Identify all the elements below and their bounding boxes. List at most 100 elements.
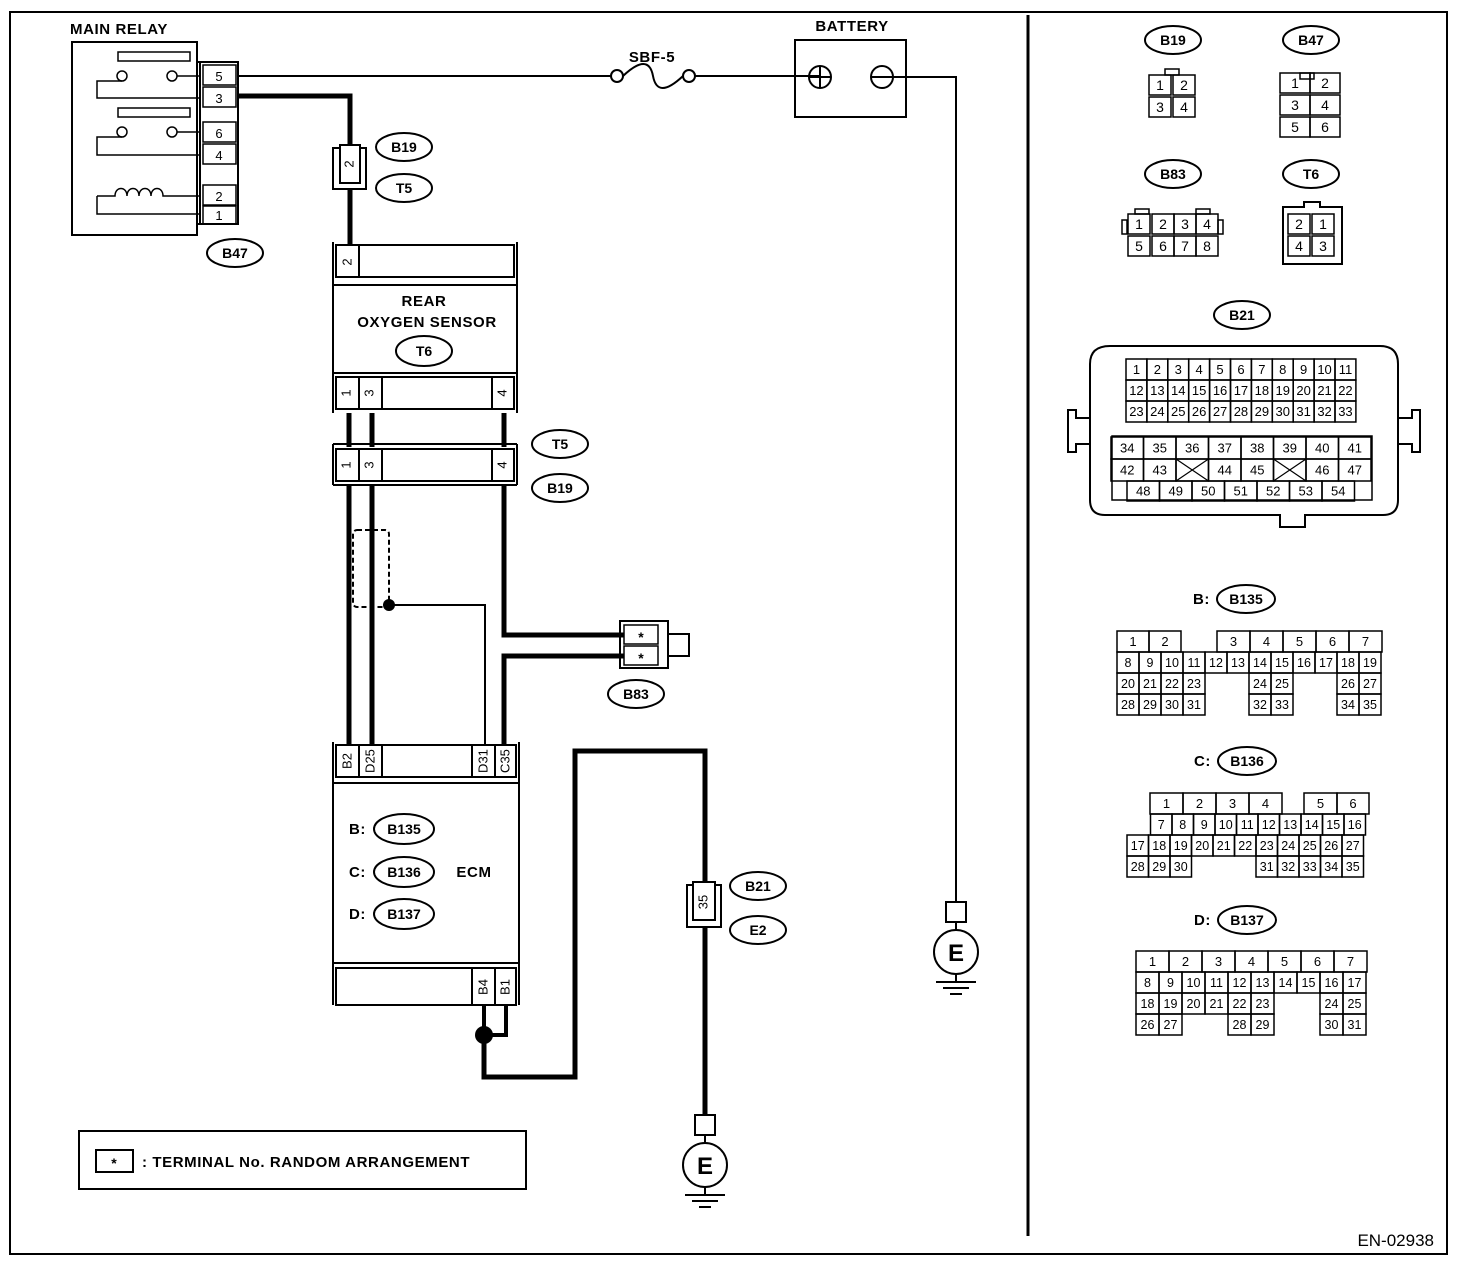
pin-cell: 5: [1267, 950, 1302, 973]
prefix-d: D:: [1194, 912, 1211, 929]
pin-number: 6: [1314, 954, 1321, 969]
pin-number: 3: [1230, 634, 1237, 649]
pin-number: 7: [1258, 362, 1265, 377]
pin-cell: 53: [1288, 480, 1323, 502]
pin-number: 15: [1326, 818, 1340, 832]
tag-b136: B136: [387, 864, 421, 880]
pin-cell: 7: [1149, 813, 1173, 836]
prefix-b: B:: [1193, 591, 1210, 608]
pin-cell: 4: [1172, 96, 1196, 118]
pin-number: 11: [1241, 818, 1254, 832]
ecm: B2 D25 D31 C35 B: B135 C: B136 ECM D: B1…: [332, 742, 520, 1006]
pin-number: 23: [1129, 404, 1143, 419]
pin-label: C35: [497, 749, 512, 773]
pin-cell: 7: [1333, 950, 1368, 973]
pin-number: 2: [1196, 796, 1203, 811]
pin-cell: 6: [1300, 950, 1335, 973]
pin-cell: 26: [1336, 672, 1360, 695]
pin-cell: 31: [1182, 693, 1206, 716]
pin-cell: 34: [1319, 855, 1343, 878]
pin-number: 34: [1324, 860, 1338, 874]
pin-cell: 22: [1227, 992, 1252, 1015]
pin-number: 11: [1188, 656, 1201, 670]
pin-number: 52: [1266, 484, 1280, 499]
pin-number: 7: [1347, 954, 1354, 969]
pin-cell: 28: [1126, 855, 1150, 878]
pin-cell: 17: [1126, 834, 1150, 857]
pin-cell: 54: [1321, 480, 1356, 502]
pin-number: 1: [1291, 75, 1299, 91]
pin-number: 14: [1279, 976, 1293, 990]
relay-pin: 5: [215, 69, 222, 84]
pin-cell: 3: [1279, 94, 1311, 116]
pin-cell: 44: [1207, 458, 1242, 482]
pin-number: 21: [1143, 677, 1157, 691]
pin-number: 6: [1237, 362, 1244, 377]
pin-number: 22: [1338, 383, 1352, 398]
pin-cell: 3: [1167, 358, 1190, 381]
battery-label: BATTERY: [815, 18, 888, 35]
pin-cell: 26: [1187, 400, 1211, 423]
pin-cell: 13: [1250, 971, 1275, 994]
pin-cell: 21: [1212, 834, 1236, 857]
pin-number: 26: [1141, 1018, 1155, 1032]
pin-cell: 2: [1168, 950, 1203, 973]
pin-cell: 31: [1292, 400, 1315, 423]
pin-cell: 2: [1309, 72, 1341, 94]
pin-number: 53: [1299, 484, 1313, 499]
pin-number: 4: [1295, 238, 1303, 254]
pin-cell: 46: [1305, 458, 1340, 482]
prefix-c: C:: [1194, 753, 1211, 770]
pin-number: 24: [1253, 677, 1267, 691]
connector-b83: * *: [619, 620, 690, 669]
pin-number: 18: [1152, 839, 1166, 853]
pin-cell: 1: [1125, 358, 1148, 381]
tag-b21: B21: [1229, 307, 1255, 323]
pin-number: 1: [1135, 216, 1143, 232]
pin-number: 16: [1348, 818, 1362, 832]
pin-cell: 38: [1240, 436, 1275, 460]
pin-cell: 2: [1148, 630, 1182, 653]
pin-number: 13: [1231, 656, 1245, 670]
pin-number: 32: [1281, 860, 1295, 874]
pin-number: 18: [1341, 656, 1355, 670]
pin-number: 5: [1296, 634, 1303, 649]
wire: [389, 604, 486, 745]
pin-cell: 30: [1169, 855, 1193, 878]
pin-label: 3: [361, 461, 376, 468]
pin-number: 26: [1192, 404, 1206, 419]
tag-b19: B19: [547, 480, 573, 496]
pin-number: 3: [1291, 97, 1299, 113]
pin-number: 1: [1156, 77, 1164, 93]
pin-number: 23: [1187, 677, 1201, 691]
pin-number: 18: [1141, 997, 1155, 1011]
pin-cell: 4: [1249, 630, 1284, 653]
pin-number: 28: [1234, 404, 1248, 419]
pin-number: 20: [1195, 839, 1209, 853]
pin-number: 6: [1159, 238, 1167, 254]
pin-number: 29: [1255, 404, 1269, 419]
pin-number: 28: [1131, 860, 1145, 874]
pin-number: 2: [1321, 75, 1329, 91]
pin-cell: 14: [1300, 813, 1324, 836]
pin-number: 5: [1291, 119, 1299, 135]
pin-cell: 15: [1321, 813, 1345, 836]
pin-cell: 5: [1282, 630, 1317, 653]
pin-number: 30: [1165, 698, 1179, 712]
pin-number: 17: [1234, 383, 1248, 398]
wire: [893, 76, 957, 902]
pin-cell: 4: [1187, 358, 1211, 381]
pin-number: 31: [1296, 404, 1310, 419]
pin-label: *: [638, 629, 644, 645]
pin-number: 20: [1296, 383, 1310, 398]
pin-cell: 35: [1341, 855, 1365, 878]
pin-number: 24: [1281, 839, 1295, 853]
pin-number: 20: [1121, 677, 1135, 691]
pin-cell: 12: [1125, 379, 1148, 402]
pin-cell: 11: [1235, 813, 1259, 836]
pin-cell: 30: [1319, 1013, 1344, 1036]
pin-cell: 34: [1336, 693, 1360, 716]
pin-cell: 43: [1142, 458, 1177, 482]
pin-cell: 31: [1342, 1013, 1367, 1036]
pin-number: 10: [1165, 656, 1179, 670]
